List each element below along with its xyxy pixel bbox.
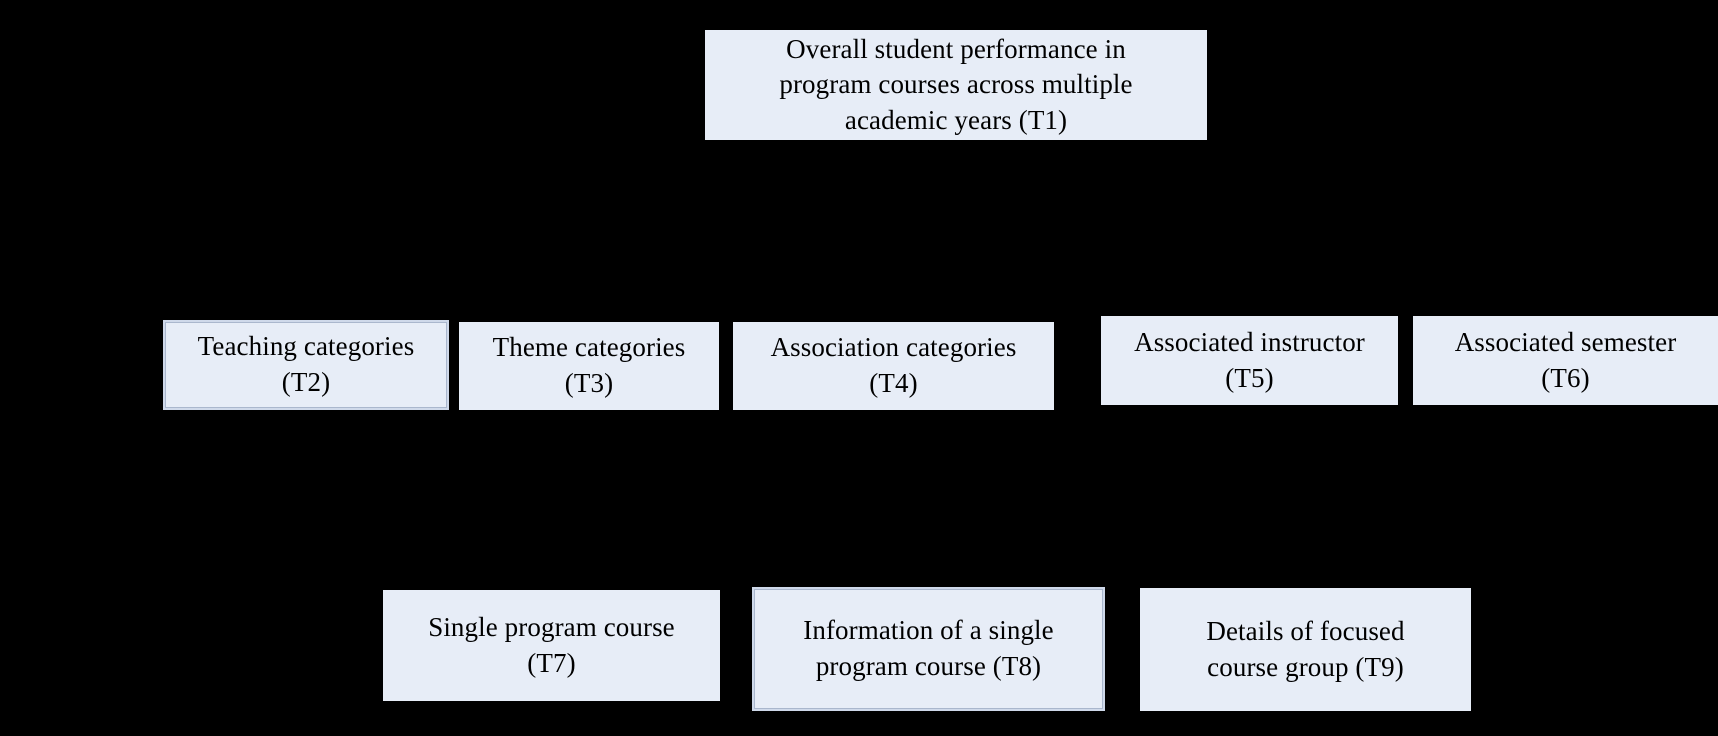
node-t1-label: Overall student performance in program c… <box>779 33 1133 135</box>
node-t6-label: Associated semester (T6) <box>1454 326 1677 393</box>
node-t2-label: Teaching categories (T2) <box>197 331 415 397</box>
node-t1[interactable]: Overall student performance in program c… <box>705 30 1207 140</box>
node-t9[interactable]: Details of focused course group (T9) <box>1140 588 1471 711</box>
node-t4[interactable]: Association categories (T4) <box>733 322 1054 410</box>
node-t3[interactable]: Theme categories (T3) <box>459 322 719 410</box>
node-t4-label: Association categories (T4) <box>770 332 1017 398</box>
node-t5-label: Associated instructor (T5) <box>1134 326 1365 393</box>
node-t2[interactable]: Teaching categories (T2) <box>163 320 449 410</box>
node-t7[interactable]: Single program course (T7) <box>383 590 720 701</box>
node-t7-label: Single program course (T7) <box>428 611 675 678</box>
node-t5[interactable]: Associated instructor (T5) <box>1101 316 1398 405</box>
node-t8[interactable]: Information of a single program course (… <box>752 587 1105 711</box>
node-t3-label: Theme categories (T3) <box>492 332 686 398</box>
node-t8-label: Information of a single program course (… <box>803 615 1054 681</box>
node-t9-label: Details of focused course group (T9) <box>1206 615 1405 682</box>
node-t6[interactable]: Associated semester (T6) <box>1413 316 1718 405</box>
